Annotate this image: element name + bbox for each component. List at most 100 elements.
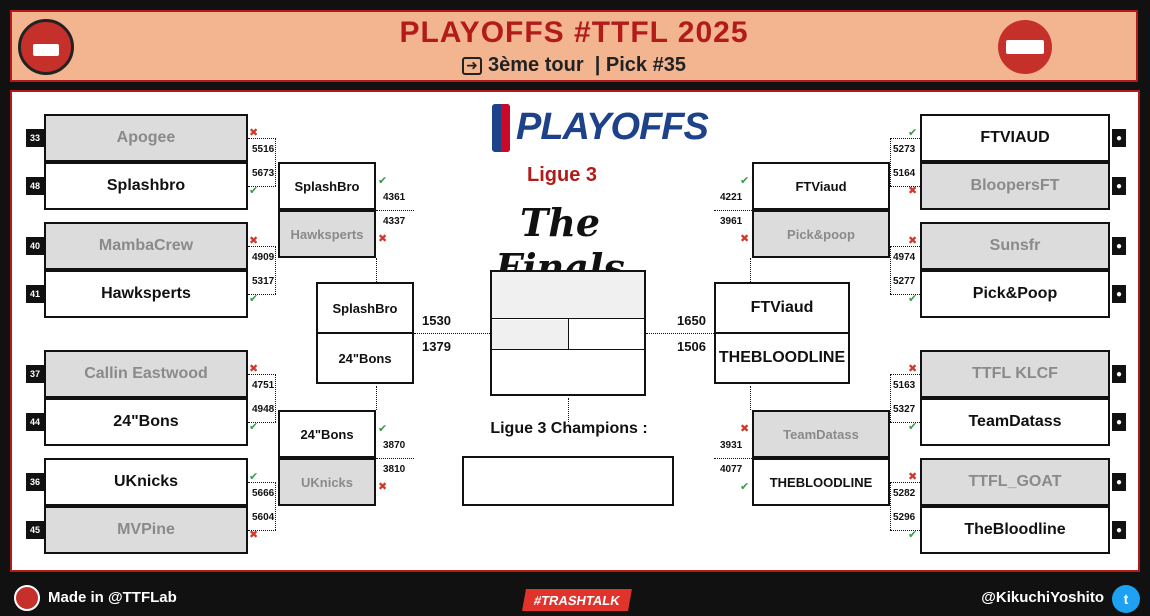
team-slot-left-r2[interactable]: UKnicks (278, 458, 376, 506)
result-cross-icon: ✖ (249, 127, 259, 139)
team-slot-right-r1[interactable]: FTVIAUD (920, 114, 1110, 162)
result-check-icon: ✔ (249, 293, 259, 305)
seed-badge: 41 (26, 285, 44, 303)
result-cross-icon: ✖ (249, 363, 259, 375)
result-check-icon: ✔ (740, 175, 750, 187)
team-slot-right-r3[interactable]: THEBLOODLINE (714, 332, 850, 384)
team-score: 1379 (422, 339, 451, 354)
bullet-icon: ● (1112, 129, 1126, 147)
league-title: Ligue 3 (526, 164, 597, 186)
page-subtitle: ➜ 3ème tour | Pick #35 (12, 54, 1136, 77)
seed-badge: 36 (26, 473, 44, 491)
result-cross-icon: ✖ (378, 233, 388, 245)
result-cross-icon: ✖ (908, 235, 918, 247)
team-slot-right-r3[interactable]: FTViaud (714, 282, 850, 334)
finals-divider (492, 349, 644, 350)
bracket-connector (890, 186, 920, 187)
team-slot-right-r2[interactable]: TeamDatass (752, 410, 890, 458)
team-slot-right-r1[interactable]: Pick&Poop (920, 270, 1110, 318)
team-score: 4221 (720, 192, 743, 203)
round-label: 3ème tour (488, 54, 584, 76)
bracket-connector (248, 246, 276, 294)
bracket-connector (890, 482, 920, 530)
team-score: 4077 (720, 464, 743, 475)
team-slot-left-r1[interactable]: UKnicks (44, 458, 248, 506)
team-slot-left-r1[interactable]: Hawksperts (44, 270, 248, 318)
bullet-icon: ● (1112, 177, 1126, 195)
seed-badge: 33 (26, 129, 44, 147)
made-in-label: Made in @TTFLab (48, 589, 177, 606)
team-score: 5317 (252, 276, 275, 287)
team-slot-left-r3[interactable]: 24"Bons (316, 332, 414, 384)
finals-top-slot (492, 272, 644, 318)
bracket-connector (248, 374, 276, 422)
bracket-connector (646, 333, 714, 334)
team-score: 4361 (383, 192, 406, 203)
finals-divider (568, 318, 569, 350)
author-handle[interactable]: @KikuchiYoshito (981, 589, 1104, 606)
team-slot-right-r2[interactable]: THEBLOODLINE (752, 458, 890, 506)
bracket-connector (890, 374, 920, 422)
bullet-icon: ● (1112, 521, 1126, 539)
seed-badge: 37 (26, 365, 44, 383)
bullet-icon: ● (1112, 237, 1126, 255)
result-cross-icon: ✖ (908, 185, 918, 197)
team-slot-left-r1[interactable]: Callin Eastwood (44, 350, 248, 398)
team-score: 5163 (893, 380, 916, 391)
team-slot-right-r2[interactable]: Pick&poop (752, 210, 890, 258)
team-score: 1530 (422, 313, 451, 328)
bracket-connector (248, 530, 276, 531)
bracket-connector (376, 458, 414, 459)
result-check-icon: ✔ (908, 293, 918, 305)
result-check-icon: ✔ (249, 421, 259, 433)
bracket-connector (248, 422, 276, 423)
seed-badge: 45 (26, 521, 44, 539)
champion-slot[interactable] (462, 456, 674, 506)
nba-playoffs-logo: PLAYOFFS (492, 104, 709, 154)
bracket-connector (890, 138, 920, 186)
team-slot-left-r1[interactable]: Apogee (44, 114, 248, 162)
team-slot-right-r1[interactable]: TheBloodline (920, 506, 1110, 554)
team-slot-right-r1[interactable]: TTFL_GOAT (920, 458, 1110, 506)
result-check-icon: ✔ (378, 175, 388, 187)
bracket-connector (750, 258, 751, 282)
team-slot-left-r2[interactable]: 24"Bons (278, 410, 376, 458)
team-slot-left-r1[interactable]: MVPine (44, 506, 248, 554)
result-cross-icon: ✖ (908, 471, 918, 483)
team-score: 3870 (383, 440, 406, 451)
team-slot-left-r2[interactable]: Hawksperts (278, 210, 376, 258)
ttflab-footer-logo (14, 585, 40, 611)
team-score: 5277 (893, 276, 916, 287)
team-slot-left-r3[interactable]: SplashBro (316, 282, 414, 334)
team-score: 5273 (893, 144, 916, 155)
team-slot-right-r1[interactable]: TTFL KLCF (920, 350, 1110, 398)
team-slot-left-r1[interactable]: Splashbro (44, 162, 248, 210)
team-slot-left-r2[interactable]: SplashBro (278, 162, 376, 210)
bracket-connector (248, 186, 276, 187)
result-check-icon: ✔ (740, 481, 750, 493)
team-slot-right-r1[interactable]: BloopersFT (920, 162, 1110, 210)
team-score: 5516 (252, 144, 275, 155)
result-check-icon: ✔ (378, 423, 388, 435)
bracket-panel: PLAYOFFS Ligue 3 The Finals Ligue 3 Cham… (10, 90, 1140, 572)
team-score: 4751 (252, 380, 275, 391)
ttfl-logo (998, 20, 1052, 74)
bracket-connector (750, 386, 751, 410)
team-score: 3961 (720, 216, 743, 227)
bracket-connector (248, 294, 276, 295)
team-score: 1650 (677, 313, 706, 328)
team-slot-left-r1[interactable]: 24"Bons (44, 398, 248, 446)
team-slot-right-r1[interactable]: Sunsfr (920, 222, 1110, 270)
bracket-connector (568, 398, 569, 422)
bracket-connector (376, 386, 377, 410)
team-slot-right-r2[interactable]: FTViaud (752, 162, 890, 210)
team-slot-left-r1[interactable]: MambaCrew (44, 222, 248, 270)
pick-label: | Pick #35 (594, 54, 686, 76)
bullet-icon: ● (1112, 473, 1126, 491)
team-slot-right-r1[interactable]: TeamDatass (920, 398, 1110, 446)
arrow-right-icon: ➜ (462, 57, 483, 75)
bracket-connector (248, 138, 276, 186)
team-score: 4337 (383, 216, 406, 227)
twitter-icon[interactable]: t (1112, 585, 1140, 613)
bracket-connector (248, 482, 276, 530)
